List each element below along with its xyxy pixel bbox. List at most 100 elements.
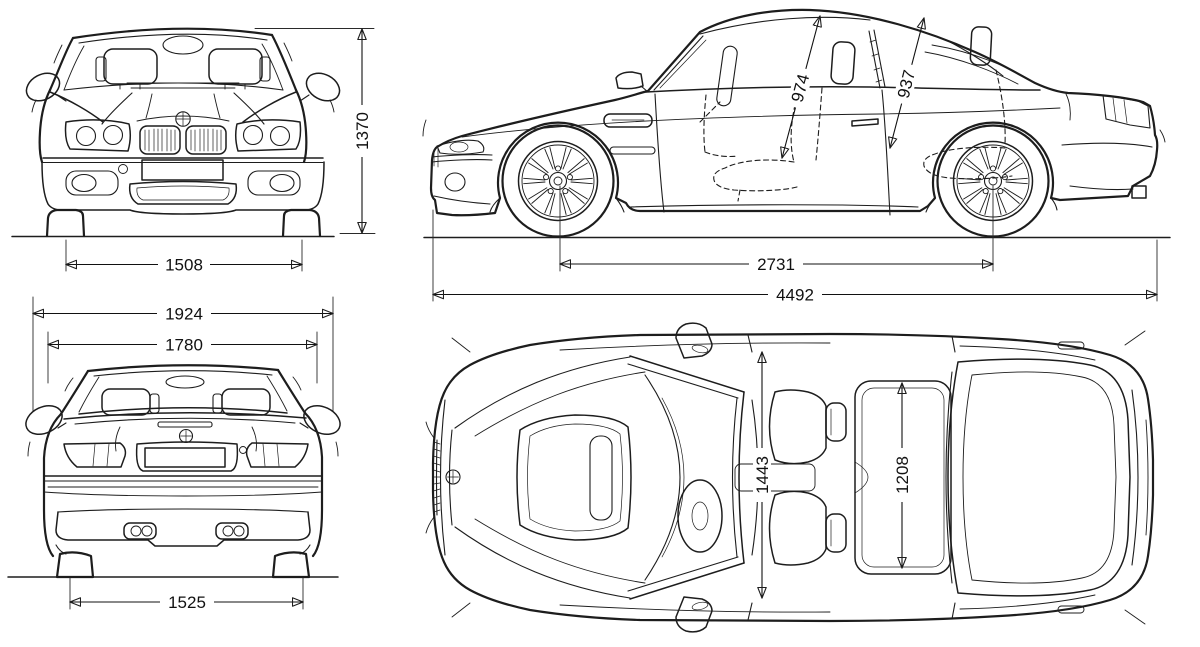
side-soft-top [699, 16, 1071, 121]
top-body-outline [431, 332, 1155, 623]
side-mirror-icon [615, 71, 644, 90]
tonneau-cover [947, 358, 1131, 597]
side-view: 974 937 2731 4492 [422, 8, 1171, 305]
front-side-mirrors [25, 72, 341, 113]
top-rear-deck [945, 341, 1149, 614]
side-foglight [444, 172, 466, 192]
license-plate [144, 447, 226, 468]
top-windshield [627, 355, 759, 600]
top-hood [448, 356, 646, 599]
overall-height-label: 1370 [353, 112, 372, 150]
front-headlights [64, 119, 302, 152]
rear-roof [59, 364, 307, 416]
front-seat-top-passenger [768, 389, 827, 465]
front-bumper [41, 157, 325, 215]
steering-wheel-top [677, 479, 723, 553]
side-taillight [1102, 94, 1151, 129]
body-width-label: 1780 [165, 336, 203, 355]
rear-interior-width-label: 1208 [893, 456, 912, 494]
front-wheel [501, 124, 615, 238]
kidney-grille-left [139, 125, 181, 155]
front-tires [45, 208, 322, 238]
mirror-bottom-icon [675, 596, 713, 633]
mirror-right-icon [303, 404, 341, 436]
dim-rear-interior-width: 1208 [893, 383, 912, 568]
headrest-right [208, 48, 263, 85]
dim-rear-headroom: 937 [890, 18, 924, 148]
top-door-seams [451, 330, 1146, 625]
rear-seat-back-dashed [995, 69, 1006, 146]
dim-front-interior-width: 1443 [753, 352, 772, 598]
foglight-pocket-right [247, 170, 301, 196]
dim-wheelbase: 2731 [560, 185, 993, 274]
rear-track-label: 1525 [168, 593, 206, 612]
foglight-pocket-left [65, 170, 119, 196]
fender-gill [603, 113, 653, 128]
side-body-outline [429, 8, 1159, 217]
exhaust-notch-right [215, 522, 249, 540]
headrest-driver [825, 513, 847, 553]
rear-trunk [135, 441, 247, 472]
side-glasshouse [615, 29, 1041, 93]
top-nose [425, 399, 461, 556]
rear-badge [178, 428, 194, 444]
dim-overall-height: 1370 [254, 28, 376, 234]
center-console [734, 463, 816, 492]
front-body [38, 88, 308, 164]
steering-wheel-side [716, 45, 738, 107]
mirror-left-icon [25, 72, 61, 102]
rear-taillights [63, 442, 309, 468]
dim-front-track: 1508 [66, 239, 302, 275]
headrest-left [103, 48, 158, 85]
exhaust-notch-left [123, 522, 157, 540]
rearview-mirror-icon [165, 375, 205, 389]
rear-headroom-label: 937 [894, 68, 919, 100]
front-view: 1508 1370 [11, 27, 376, 275]
front-seat-top-driver [768, 490, 827, 566]
overall-length-label: 4492 [776, 286, 814, 305]
dim-body-width: 1780 [48, 331, 317, 384]
bmw-badge-icon [175, 111, 191, 127]
side-rear-end [1061, 94, 1166, 199]
front-interior-width-label: 1443 [753, 456, 772, 494]
mirror-top-icon [675, 322, 713, 359]
front-interior [95, 35, 271, 90]
rear-bench [854, 380, 952, 575]
door-handle [851, 118, 879, 127]
top-mirrors [675, 322, 713, 633]
side-wheels [489, 124, 1058, 238]
wheelbase-label: 2731 [757, 255, 795, 274]
front-grilles [139, 125, 227, 155]
top-view: 1443 1208 [425, 322, 1155, 633]
trunk-shutline [1131, 389, 1139, 566]
exhaust-tip [1131, 185, 1147, 199]
front-badge [175, 111, 191, 127]
mirror-left-icon [25, 404, 63, 436]
front-headroom-label: 974 [788, 72, 814, 104]
third-brake-light [157, 421, 213, 428]
width-mirrors-label: 1924 [165, 305, 203, 324]
rear-headrest-side [969, 26, 993, 66]
power-dome [516, 414, 632, 541]
dim-rear-track: 1525 [70, 577, 303, 612]
headrest-passenger [825, 402, 847, 442]
trunk-lock [239, 446, 247, 454]
side-indicator [609, 146, 656, 155]
bmw-badge-icon [445, 469, 461, 485]
dim-width-mirrors: 1924 [33, 296, 333, 412]
front-headrest-side [830, 41, 856, 85]
side-headlight [436, 139, 485, 155]
mirror-right-icon [305, 72, 341, 102]
front-track-label: 1508 [165, 256, 203, 275]
dim-overall-length: 4492 [433, 209, 1157, 305]
kidney-grille-right [185, 125, 227, 155]
rearview-mirror-icon [162, 35, 204, 55]
rear-bumper [43, 475, 323, 555]
rear-view: 1924 1780 1525 [7, 296, 341, 612]
rear-deck [63, 412, 307, 452]
rear-tires [55, 551, 311, 579]
side-front-end [422, 119, 493, 205]
rear-body [42, 411, 324, 558]
